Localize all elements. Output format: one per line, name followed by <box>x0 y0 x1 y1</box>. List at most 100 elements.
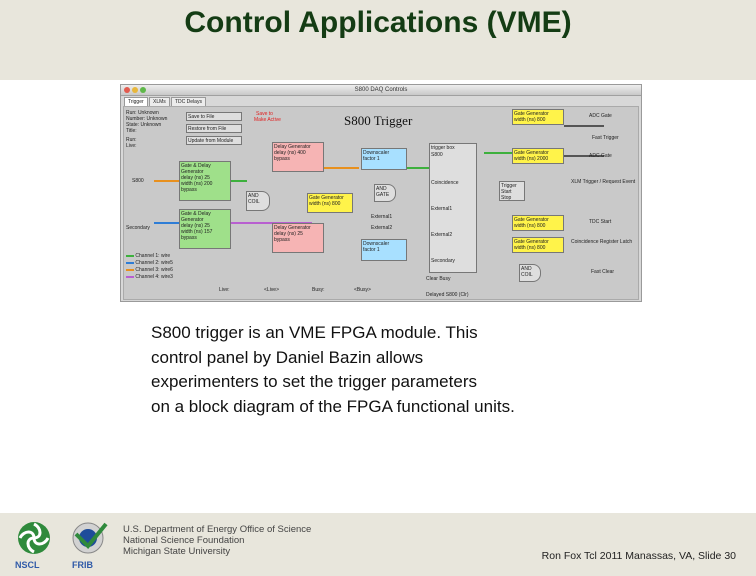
slide-caption: S800 trigger is an VME FPGA module. This… <box>151 321 621 419</box>
close-icon[interactable] <box>124 87 130 93</box>
gate-generator-4: Gate Generator width (ns) 800 <box>512 237 564 253</box>
save-note-2: Make Active <box>254 117 281 123</box>
trigger-option[interactable]: Secondary <box>431 258 455 264</box>
caption-line: experimenters to set the trigger paramet… <box>151 372 477 391</box>
width-field[interactable]: width (ns) 800 <box>514 245 546 251</box>
output-label: Fast Trigger <box>592 135 619 141</box>
footer-org-line: National Science Foundation <box>123 535 245 546</box>
trigger-option[interactable]: External1 <box>431 206 453 212</box>
caption-line: S800 trigger is an VME FPGA module. This <box>151 323 478 342</box>
wire <box>154 180 179 182</box>
nscl-logo-text: NSCL <box>15 560 40 570</box>
input-secondary-label: Secondary <box>126 225 150 231</box>
status-live: Live: <box>126 143 137 149</box>
footer-org-line: U.S. Department of Energy Office of Scie… <box>123 524 312 535</box>
update-from-module-button[interactable]: Update from Module <box>186 136 242 145</box>
footer-band <box>0 513 756 576</box>
external1-input: External1 <box>371 214 393 220</box>
wire <box>484 152 514 154</box>
trigger-option[interactable]: Coincidence <box>431 180 459 186</box>
output-label: Coincidence Register Latch <box>571 239 633 245</box>
restore-from-file-button[interactable]: Restore from File <box>186 124 242 133</box>
wire <box>564 155 604 157</box>
window-title: S800 DAQ Controls <box>354 87 408 93</box>
width-field[interactable]: width (ns) 800 <box>514 223 546 229</box>
delay-field[interactable]: delay (ns) 25 <box>181 223 210 229</box>
minimize-icon[interactable] <box>132 87 138 93</box>
gate-delay-generator-1: Gate & Delay Generator delay (ns) 25 wid… <box>179 161 231 201</box>
legend-item: Channel 2: wire5 <box>126 260 173 266</box>
width-field[interactable]: width (ns) 2000 <box>514 156 549 162</box>
delay-field[interactable]: delay (ns) 25 <box>274 231 303 237</box>
frib-logo-text: FRIB <box>72 560 93 570</box>
and-coincidence-3: AND COIL <box>519 264 541 282</box>
legend-swatch <box>126 275 134 278</box>
wire <box>324 167 359 169</box>
delayed-s800-label: Delayed S800 (Clr) <box>426 292 469 298</box>
legend-label: Channel 3: wire6 <box>135 267 173 273</box>
width-field[interactable]: width (ns) 157 <box>181 229 213 235</box>
clear-busy-label: Clear Busy <box>426 276 451 282</box>
tab-tdc-delays[interactable]: TDC Delays <box>171 97 206 107</box>
wire <box>154 222 179 224</box>
legend-item: Channel 3: wire6 <box>126 267 173 273</box>
wire <box>404 167 434 169</box>
factor-field[interactable]: factor 1 <box>363 247 380 253</box>
bypass-checkbox[interactable]: bypass <box>181 187 197 193</box>
width-field[interactable]: width (ns) 800 <box>514 117 546 123</box>
legend-item: Channel 1: wire <box>126 253 170 259</box>
block-title: Downscaler <box>363 241 390 247</box>
save-to-file-button[interactable]: Save to File <box>186 112 242 121</box>
block-title: Gate Generator <box>514 150 549 156</box>
output-label: TDC Start <box>589 219 612 225</box>
output-label: ADC Gate <box>589 113 612 119</box>
and-coincidence-1: AND COIL <box>246 191 270 211</box>
status-title: Title: <box>126 128 137 134</box>
legend-label: Channel 4: wire3 <box>135 274 173 280</box>
block-title: Gate & Delay Generator <box>181 163 211 175</box>
trigger-option[interactable]: S800 <box>431 152 443 158</box>
delay-field[interactable]: delay (ns) 25 <box>181 175 210 181</box>
block-title: Gate Generator <box>514 239 549 245</box>
block-title: Gate Generator <box>514 217 549 223</box>
output-label: Fast Clear <box>591 269 615 275</box>
caption-line: on a block diagram of the FPGA functiona… <box>151 396 515 416</box>
downscaler-1: Downscaler factor 1 <box>361 148 407 170</box>
width-field[interactable]: width (ns) 800 <box>309 201 341 207</box>
block-title: Delay Generator <box>274 225 311 231</box>
tab-xlms[interactable]: XLMs <box>149 97 170 107</box>
caption-line: control panel by Daniel Bazin allows <box>151 347 424 367</box>
trig-label: Stop <box>501 195 512 201</box>
gate-delay-generator-2: Gate & Delay Generator delay (ns) 25 wid… <box>179 209 231 249</box>
delay-field[interactable]: delay (ns) 400 <box>274 150 306 156</box>
delay-generator-1: Delay Generator delay (ns) 400 bypass <box>272 142 324 172</box>
legend-swatch <box>126 268 134 271</box>
gate-generator-mid: Gate Generator width (ns) 800 <box>307 193 353 213</box>
delay-generator-2: Delay Generator delay (ns) 25 bypass <box>272 223 324 253</box>
zoom-icon[interactable] <box>140 87 146 93</box>
frib-logo <box>66 518 110 562</box>
block-title: trigger box <box>431 145 455 151</box>
tab-trigger[interactable]: Trigger <box>124 97 148 107</box>
and-gate: AND GATE <box>374 184 396 202</box>
input-s800-label: S800 <box>132 178 144 184</box>
status-state: State: Unknown <box>126 122 162 128</box>
bypass-checkbox[interactable]: bypass <box>181 235 197 241</box>
bottom-live-label: Live: <box>219 287 230 293</box>
gate-generator-3: Gate Generator width (ns) 800 <box>512 215 564 231</box>
legend-item: Channel 4: wire3 <box>126 274 173 280</box>
title-band <box>0 0 756 80</box>
trigger-panel: S800 Trigger Run: Unknown Number: Unknow… <box>123 106 639 300</box>
external2-input: External2 <box>371 225 393 231</box>
status-number: Number: Unknown <box>126 116 168 122</box>
factor-field[interactable]: factor 1 <box>363 156 380 162</box>
s800-control-window: S800 DAQ Controls Trigger XLMs TDC Delay… <box>120 84 642 302</box>
gate-generator-2: Gate Generator width (ns) 2000 <box>512 148 564 164</box>
bypass-checkbox[interactable]: bypass <box>274 237 290 243</box>
width-field[interactable]: width (ns) 200 <box>181 181 213 187</box>
bottom-busy-value: <Busy> <box>354 287 371 293</box>
nscl-emblem-icon <box>18 522 50 554</box>
panel-title: S800 Trigger <box>344 113 413 128</box>
bypass-checkbox[interactable]: bypass <box>274 156 290 162</box>
trigger-option[interactable]: External2 <box>431 232 453 238</box>
